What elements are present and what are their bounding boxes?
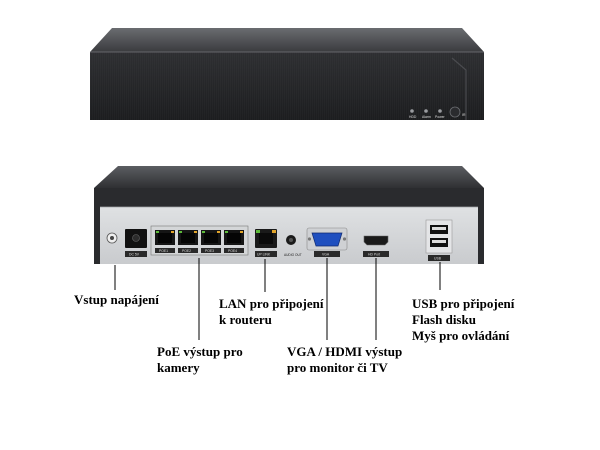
vga-hdmi-callout-line-1: VGA / HDMI výstup (287, 344, 403, 359)
dc-power-jack[interactable] (106, 232, 118, 244)
dc-power-socket[interactable] (125, 229, 147, 248)
poe-label-4: POE4 (228, 249, 237, 253)
callout-lines (114, 258, 441, 340)
poe-port-2[interactable] (178, 230, 198, 245)
usb-callout-line-2: Flash disku (412, 312, 476, 327)
alarm-led (424, 109, 428, 113)
poe-label-2: POE2 (182, 249, 191, 253)
power-callout-line-1: Vstup napájení (74, 292, 159, 307)
audio-out-jack[interactable] (286, 235, 296, 245)
hdd-led (410, 109, 414, 113)
poe-label-3: POE3 (205, 249, 214, 253)
poe-callout: PoE výstup pro kamery (157, 344, 243, 376)
power-led-label: Power (435, 115, 445, 119)
usb-label: USB (434, 257, 442, 261)
vga-label: VGA (322, 253, 330, 257)
audio-label: AUDIO OUT (284, 253, 302, 257)
hdmi-label: HD Port (368, 253, 380, 257)
usb-ports[interactable] (425, 219, 453, 254)
power-button[interactable] (449, 106, 461, 118)
alarm-led-label: Alarm (422, 115, 431, 119)
power-led (438, 109, 442, 113)
hdd-led-label: HDD (409, 115, 417, 119)
vga-port[interactable] (306, 227, 348, 251)
usb-callout-line-3: Myš pro ovládání (412, 328, 510, 343)
poe-callout-line-1: PoE výstup pro (157, 344, 243, 359)
hdmi-port[interactable] (363, 235, 389, 246)
usb-callout-line-1: USB pro připojení (412, 296, 515, 311)
poe-port-1[interactable] (155, 230, 175, 245)
lan-callout: LAN pro připojení k routeru (219, 296, 324, 328)
poe-port-3[interactable] (201, 230, 221, 245)
poe-label-plate-3 (201, 248, 221, 253)
vga-hdmi-callout-line-2: pro monitor či TV (287, 360, 388, 375)
poe-callout-line-2: kamery (157, 360, 200, 375)
poe-port-4[interactable] (224, 230, 244, 245)
ir-label: IR (462, 113, 466, 117)
uplink-label: UP LINK (257, 253, 271, 257)
lan-callout-line-1: LAN pro připojení (219, 296, 324, 311)
poe-label-plate-1 (155, 248, 175, 253)
power-callout: Vstup napájení (74, 292, 159, 308)
nvr-front-view: HDD Alarm Power IR (90, 28, 484, 120)
lan-uplink-port[interactable] (255, 229, 277, 248)
usb-callout: USB pro připojení Flash disku Myš pro ov… (412, 296, 514, 344)
nvr-rear-view: DC 5V POE1 POE2 POE3 POE4 UP LINK AUDIO OUT (94, 166, 484, 264)
poe-label-plate-4 (224, 248, 244, 253)
vga-hdmi-callout: VGA / HDMI výstup pro monitor či TV (287, 344, 402, 376)
poe-port-group: POE1 POE2 POE3 POE4 (150, 225, 249, 256)
dc-label: DC 5V (129, 253, 140, 257)
front-indicators: HDD Alarm Power (409, 109, 445, 119)
lan-callout-line-2: k routeru (219, 312, 272, 327)
poe-label-1: POE1 (159, 249, 168, 253)
front-top-lid (90, 28, 484, 52)
rear-top-lid (94, 166, 484, 188)
poe-label-plate-2 (178, 248, 198, 253)
